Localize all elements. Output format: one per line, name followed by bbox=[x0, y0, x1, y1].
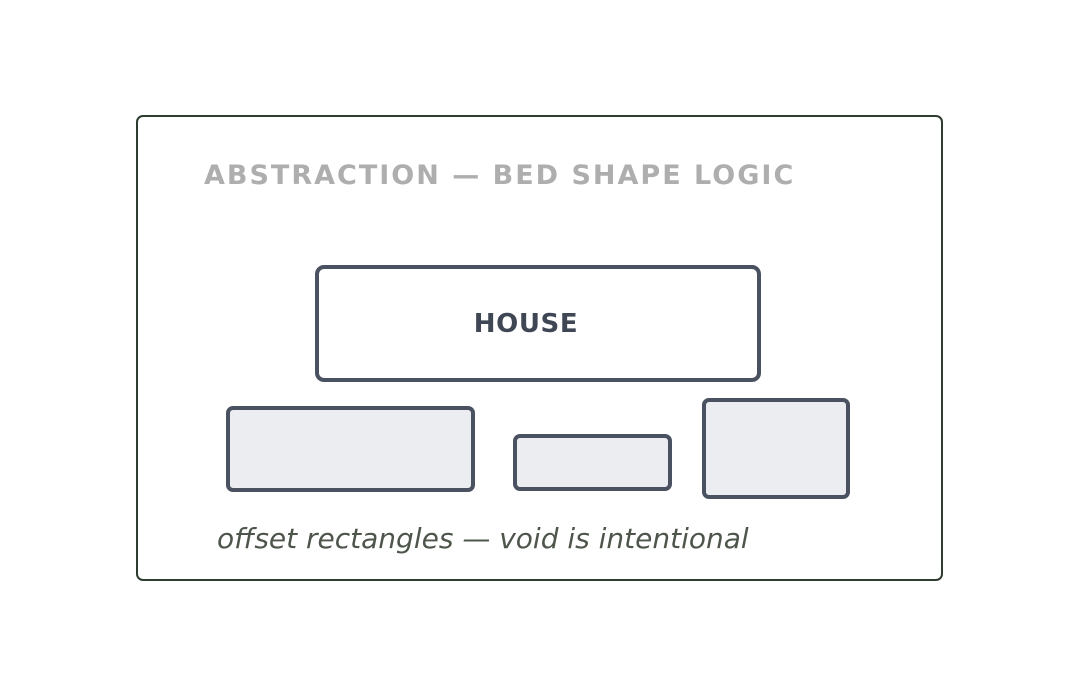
page-title: ABSTRACTION — BED SHAPE LOGIC bbox=[204, 160, 796, 191]
panel-caption: offset rectangles — void is intentional bbox=[217, 522, 749, 555]
house-label: HOUSE bbox=[473, 308, 579, 339]
bed-rect-1 bbox=[226, 406, 475, 492]
bed-rect-3 bbox=[702, 398, 850, 499]
abstraction-diagram-panel: ABSTRACTION — BED SHAPE LOGIC HOUSE offs… bbox=[136, 115, 943, 581]
bed-rect-2 bbox=[513, 434, 672, 491]
house-block: HOUSE bbox=[315, 265, 761, 382]
